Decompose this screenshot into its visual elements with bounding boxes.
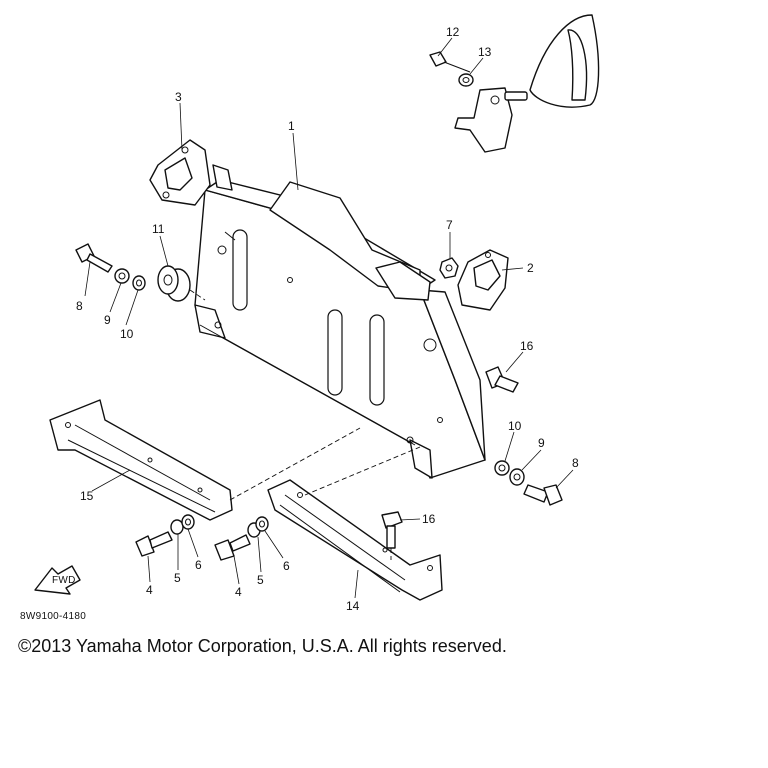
lower-hardware-right [214,516,269,561]
handle-assembly [429,14,600,153]
callout-6-right: 6 [283,559,290,573]
callout-16-lower: 16 [422,512,436,526]
leader-lines [84,37,574,599]
copyright-notice: ©2013 Yamaha Motor Corporation, U.S.A. A… [18,636,507,656]
forward-arrow-icon: FWD [34,565,81,595]
callout-8-right: 8 [572,456,579,470]
callout-15: 15 [80,489,94,503]
callout-1: 1 [288,119,295,133]
callout-10-right: 10 [508,419,522,433]
bracket-2-part [457,249,509,311]
callout-12: 12 [446,25,460,39]
bracket-3-part [149,139,211,206]
callout-4-left: 4 [146,583,153,597]
callout-3: 3 [175,90,182,104]
callout-9-right: 9 [538,436,545,450]
left-hardware [75,243,206,302]
lower-hardware-left [135,514,195,557]
callout-5-right: 5 [257,573,264,587]
right-hardware [439,257,563,506]
callout-5-left: 5 [174,571,181,585]
bolt-16-vertical [381,511,403,560]
callout-labels: 1 2 3 4 4 5 5 6 6 7 8 8 9 9 10 10 11 12 … [76,25,579,613]
callout-2: 2 [527,261,534,275]
callout-16-right: 16 [520,339,534,353]
main-frame-part [194,164,486,479]
drawing-code: 8W9100-4180 [20,611,86,622]
callout-9-left: 9 [104,313,111,327]
rail-14-part [267,446,443,601]
callout-14: 14 [346,599,360,613]
callout-4-right: 4 [235,585,242,599]
forward-arrow-label: FWD [52,575,76,586]
callout-10-left: 10 [120,327,134,341]
callout-8-left: 8 [76,299,83,313]
callout-11: 11 [152,222,165,236]
callout-6-left: 6 [195,558,202,572]
rail-15-part [49,399,361,521]
callout-7: 7 [446,218,453,232]
callout-13: 13 [478,45,492,59]
